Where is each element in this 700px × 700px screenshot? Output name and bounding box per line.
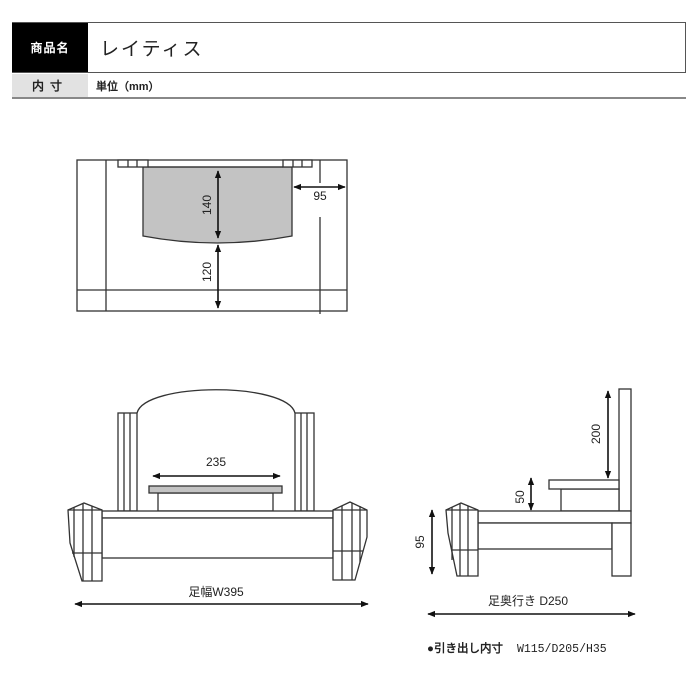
dim-label-140: 140 [200, 195, 214, 215]
front-view: 235 足幅W395 [67, 389, 369, 608]
base-rail-side [477, 510, 632, 524]
post-right [294, 412, 315, 512]
foot-left [67, 502, 103, 582]
foot-right [332, 501, 368, 581]
top-view-outline [76, 159, 348, 312]
drawer-front [157, 492, 274, 512]
arch [136, 389, 296, 414]
dim-label-w395: 足幅W395 [188, 584, 244, 599]
dim-label-95-top: 95 [313, 189, 327, 203]
dim-label-d250: 足奥行き D250 [488, 594, 568, 608]
footnote-label: 引き出し内寸 [433, 643, 503, 655]
product-name-label: 商品名 [12, 23, 88, 72]
dim-label-50: 50 [513, 490, 527, 504]
product-name-row: 商品名 レイティス [12, 22, 686, 73]
base-beam-side [477, 522, 613, 550]
top-block-left [117, 159, 149, 168]
unit-note: 単位（mm） [96, 80, 160, 93]
top-block-right [282, 159, 313, 168]
dim-label-235: 235 [206, 455, 226, 469]
post-left [117, 412, 138, 512]
back-post-side [618, 388, 632, 512]
top-view: 140 120 95 [76, 159, 348, 314]
drawer-top-side [548, 479, 620, 490]
foot-side [445, 502, 479, 577]
base-rail-front [101, 510, 334, 519]
dimensions-row: 内寸 単位（mm） [12, 74, 686, 99]
dim-label-95-side: 95 [413, 535, 427, 549]
bullet-icon: ● [427, 643, 434, 655]
dim-label-200: 200 [589, 424, 603, 444]
dimensions-label: 内寸 [12, 74, 88, 97]
dim-label-120: 120 [200, 262, 214, 282]
product-name: レイティス [100, 39, 204, 60]
footnote-value: W115/D205/H35 [516, 643, 607, 656]
drawer-top-front [148, 485, 283, 494]
side-view: 200 50 95 足奥行き D250 [413, 388, 636, 618]
rear-leg-side [611, 522, 632, 577]
drawer-side [560, 488, 620, 512]
base-beam-front [101, 517, 334, 559]
drawer-inner-dimensions-note: ●引き出し内寸 W115/D205/H35 [427, 640, 607, 656]
